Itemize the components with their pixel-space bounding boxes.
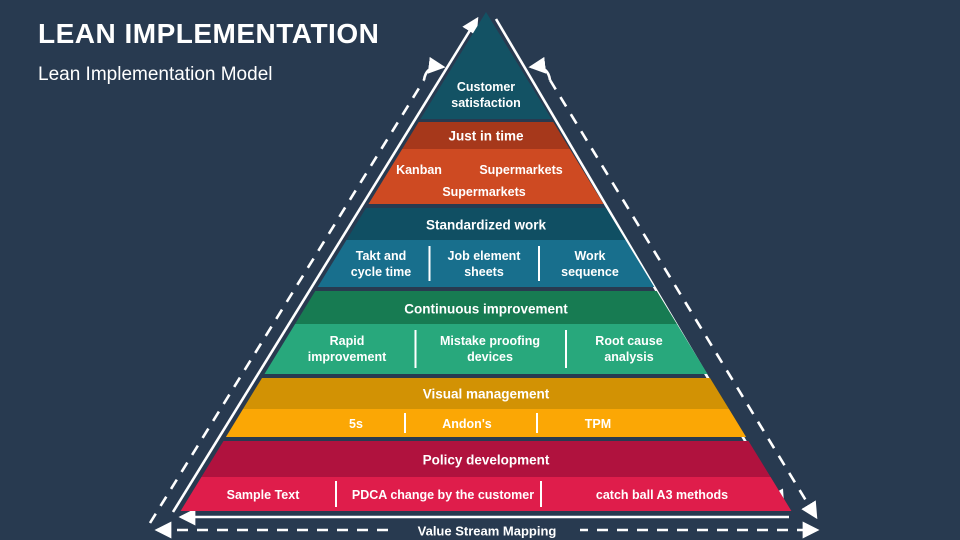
level-standardized-body-shape xyxy=(317,240,655,287)
apex-shape xyxy=(420,12,552,119)
apex-label-line1: Customer xyxy=(457,80,515,94)
cell-jobelement-line1: Job element xyxy=(448,249,522,263)
slide-subtitle: Lean Implementation Model xyxy=(38,64,273,85)
level-justintime-body-shape xyxy=(368,149,604,204)
cell-jobelement-line2: sheets xyxy=(464,265,504,279)
dashed-right-line xyxy=(548,79,818,520)
cell-tpm: TPM xyxy=(585,417,611,431)
slide-header: LEAN IMPLEMENTATION Lean Implementation … xyxy=(38,18,379,86)
level-policy-body-shape xyxy=(180,477,792,511)
cell-rootcause-line1: Root cause xyxy=(595,334,662,348)
cell-worksequence-line2: sequence xyxy=(561,265,619,279)
level-visual-header-shape xyxy=(243,378,729,409)
cell-worksequence-line1: Work xyxy=(574,249,605,263)
ascent-arrow-icon xyxy=(171,16,479,513)
cell-rapid-line1: Rapid xyxy=(330,334,365,348)
cell-supermarkets-1: Supermarkets xyxy=(479,163,562,177)
level-continuous-header-shape xyxy=(295,291,677,324)
level-justintime-title: Just in time xyxy=(448,129,524,144)
cell-5s: 5s xyxy=(349,417,363,431)
cell-mistakeproofing-line2: devices xyxy=(467,350,513,364)
pyramid-bands: Customer satisfaction Just in time Kanba… xyxy=(180,12,792,511)
cell-rapid-line2: improvement xyxy=(308,350,387,364)
cell-catchball: catch ball A3 methods xyxy=(596,488,728,502)
base-label-plate xyxy=(394,519,580,540)
level-continuous-body-shape xyxy=(264,324,708,374)
level-policy-title: Policy development xyxy=(423,453,550,468)
dashed-left-hook-arrow-icon xyxy=(422,56,446,81)
dashed-left-line xyxy=(148,79,426,524)
cell-andons: Andon's xyxy=(442,417,492,431)
level-justintime-header-shape xyxy=(402,122,570,149)
level-standardized-title: Standardized work xyxy=(426,218,547,233)
flow-arrows: Value Stream Mapping xyxy=(148,16,820,540)
cell-supermarkets-2: Supermarkets xyxy=(442,185,525,199)
level-standardized-header-shape xyxy=(346,208,626,240)
slide-title: LEAN IMPLEMENTATION xyxy=(38,18,380,49)
level-policy-header-shape xyxy=(201,441,771,477)
cell-takt-line1: Takt and xyxy=(356,249,406,263)
cell-pdca: PDCA change by the customer xyxy=(352,488,534,502)
cell-sampletext: Sample Text xyxy=(227,488,301,502)
dashed-right-hook-arrow-icon xyxy=(528,56,552,81)
level-visual-body-shape xyxy=(225,409,747,437)
cell-takt-line2: cycle time xyxy=(351,265,412,279)
cell-rootcause-line2: analysis xyxy=(604,350,653,364)
level-visual-title: Visual management xyxy=(423,387,550,402)
cell-kanban: Kanban xyxy=(396,163,442,177)
value-stream-mapping-label: Value Stream Mapping xyxy=(418,524,557,539)
level-continuous-title: Continuous improvement xyxy=(404,302,568,317)
cell-mistakeproofing-line1: Mistake proofing xyxy=(440,334,540,348)
apex-label-line2: satisfaction xyxy=(451,96,520,110)
